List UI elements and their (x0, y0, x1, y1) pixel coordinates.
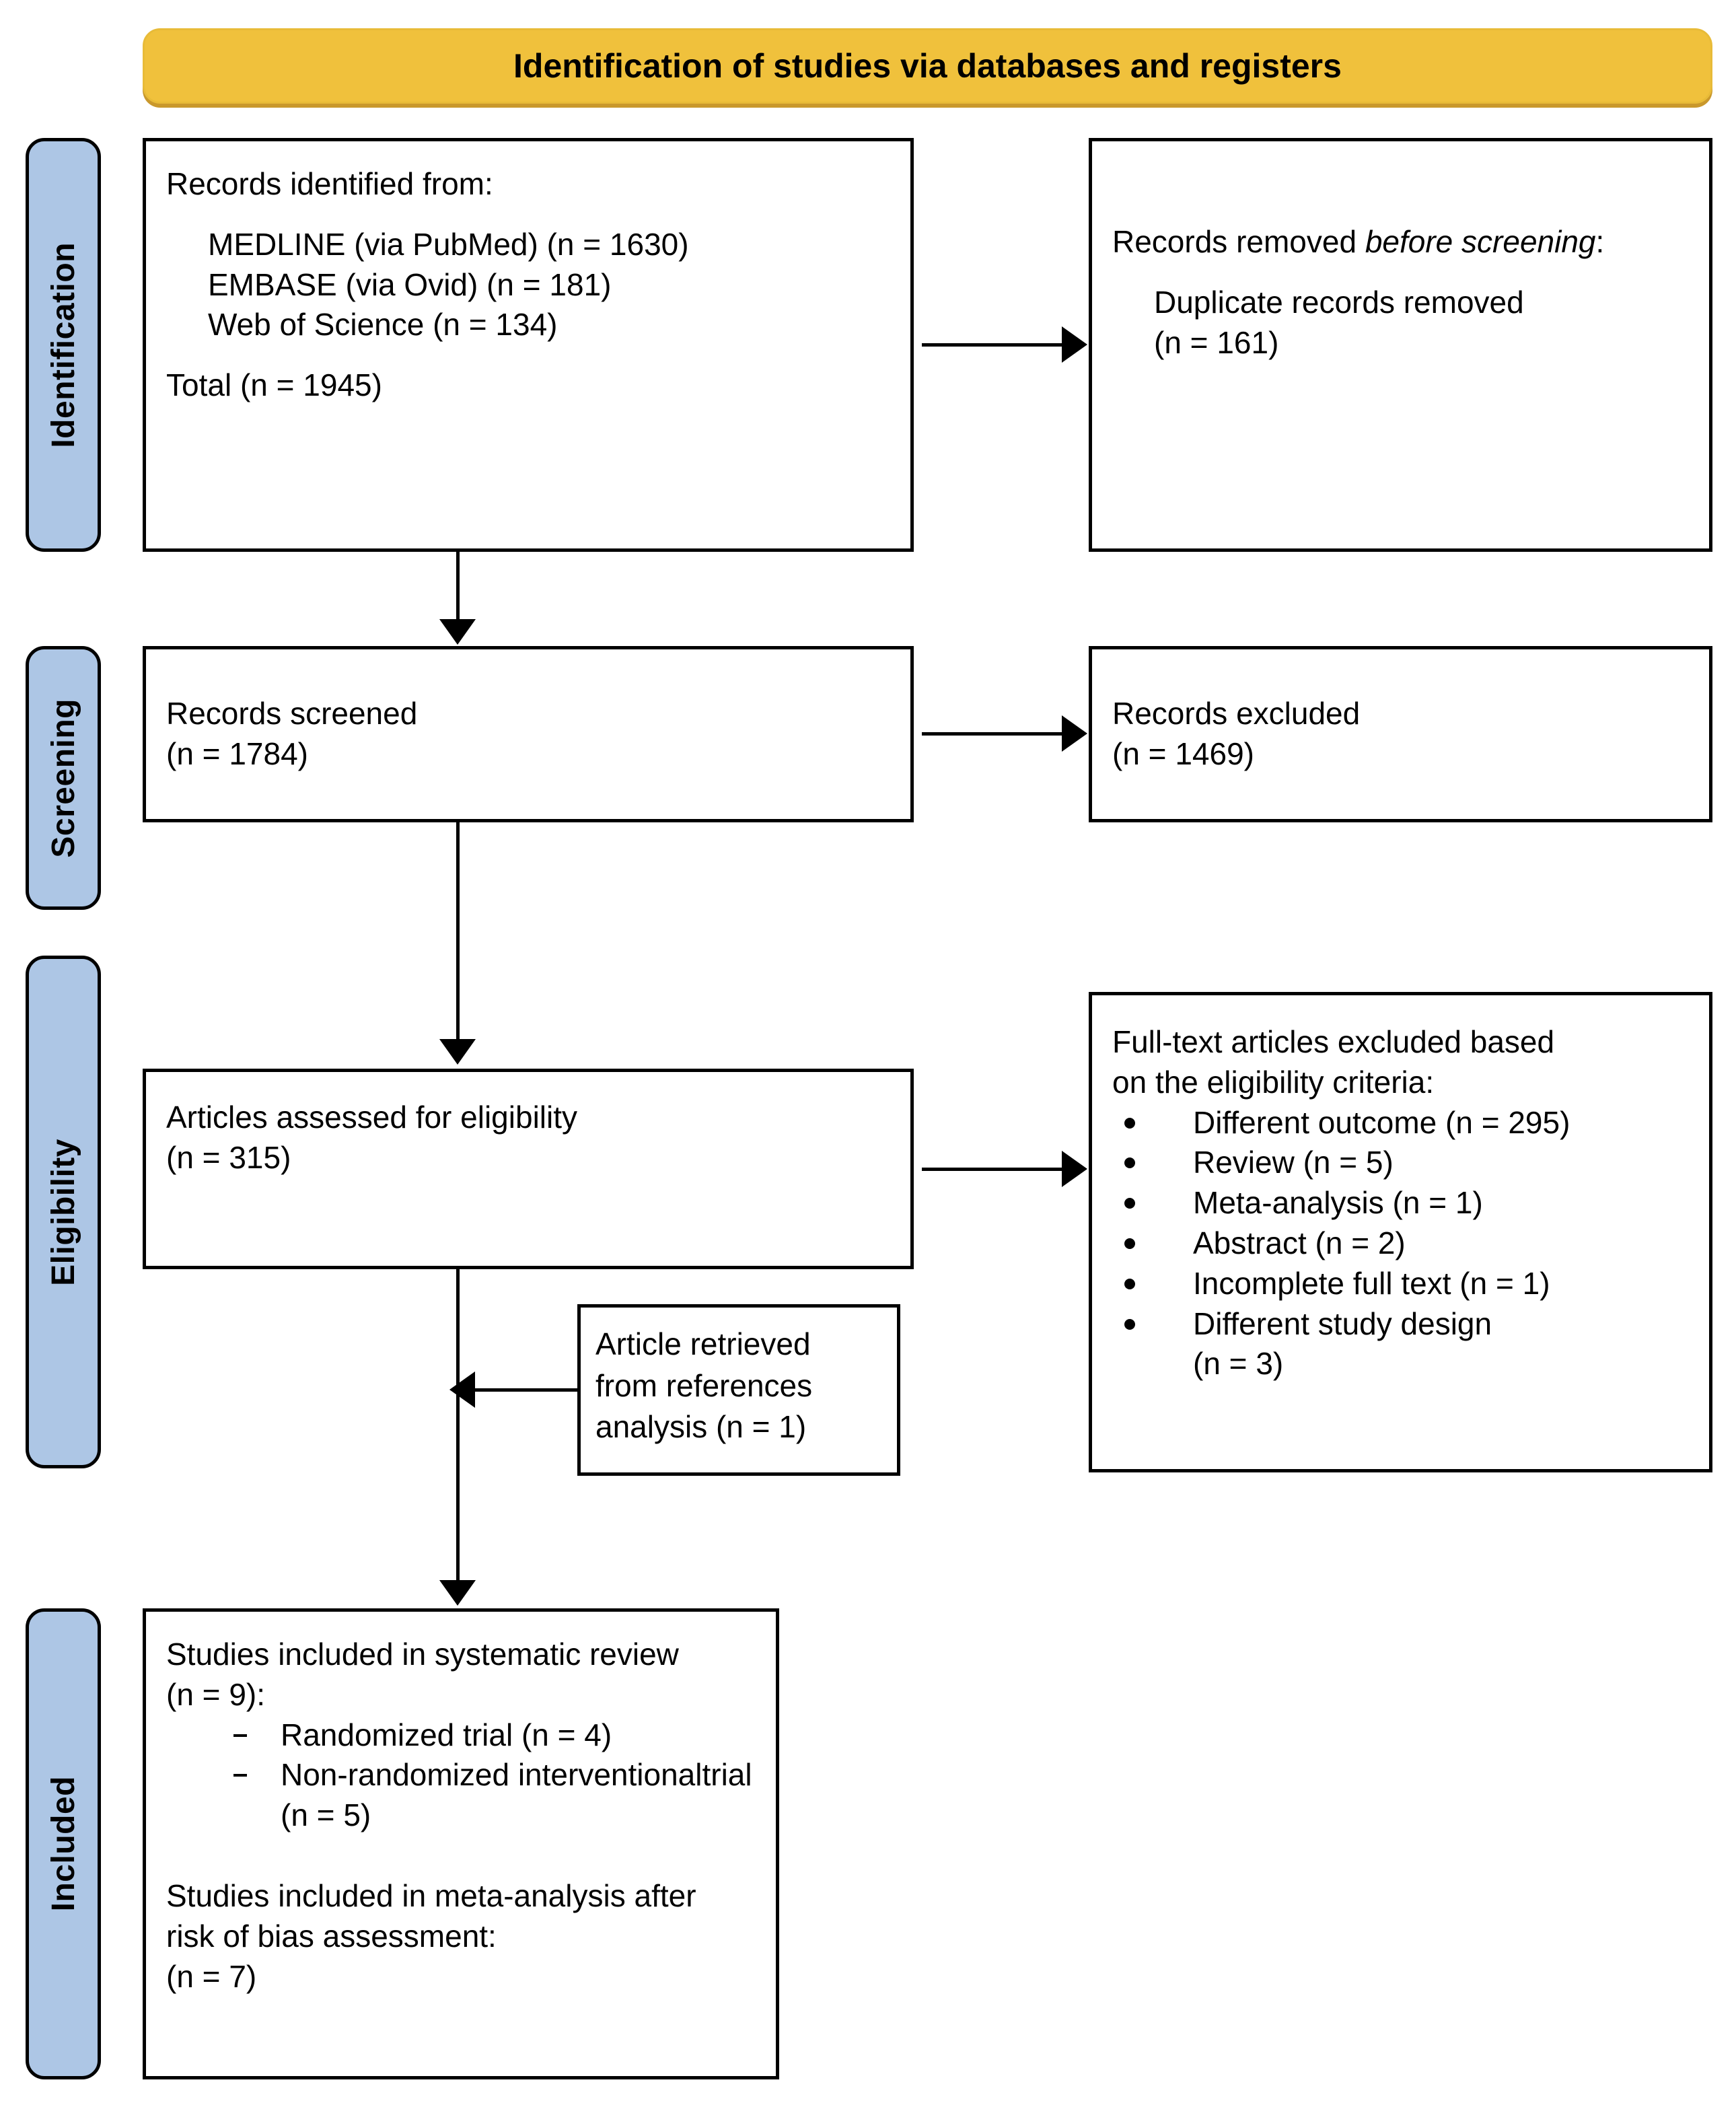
spacer (1112, 262, 1689, 283)
bullet-dot-icon (1124, 1198, 1135, 1209)
connector-identified-to-screened-arrowhead-icon (439, 619, 476, 645)
stage-label-identification-text: Identification (45, 242, 81, 448)
records-identified-heading: Records identified from: (166, 166, 493, 201)
spacer (166, 345, 890, 365)
duplicate-records-removed-label: Duplicate records removed (1154, 284, 1524, 320)
reason-text: Review (n = 5) (1193, 1145, 1394, 1180)
records-removed-heading: Records removed before screening: (1112, 222, 1689, 262)
reason-text: Abstract (n = 2) (1193, 1225, 1406, 1260)
connector-identified-to-screened-line (456, 552, 460, 623)
records-screened-label: Records screened (166, 696, 418, 731)
diagram-header-banner: Identification of studies via databases … (143, 28, 1712, 104)
connector-assessed-to-fulltext-excluded-arrowhead-icon (1062, 1151, 1087, 1187)
source-medline: MEDLINE (via PubMed) (n = 1630) (208, 226, 689, 262)
box-article-retrieved-from-references: Article retrieved from references analys… (577, 1304, 900, 1476)
list-item: Meta-analysis (n = 1) (1112, 1183, 1689, 1223)
fulltext-excluded-heading-line2: on the eligibility criteria: (1112, 1064, 1435, 1100)
studies-included-type-list: Randomized trial (n = 4) Non-randomized … (166, 1715, 756, 1836)
article-retrieved-line2: from references (595, 1367, 813, 1403)
reason-text: Incomplete full text (n = 1) (1193, 1265, 1550, 1301)
meta-analysis-line2: risk of bias assessment: (166, 1918, 497, 1954)
box-records-removed-before-screening: Records removed before screening: Duplic… (1089, 138, 1712, 552)
source-web-of-science: Web of Science (n = 134) (208, 307, 558, 343)
connector-screened-to-excluded-line (922, 732, 1062, 736)
reason-text-continued: (n = 3) (1193, 1346, 1284, 1382)
bullet-dot-icon (1124, 1157, 1135, 1169)
stage-label-included: Included (26, 1608, 101, 2079)
bullet-dot-icon (1124, 1318, 1135, 1330)
fulltext-excluded-heading-line1: Full-text articles excluded based (1112, 1024, 1555, 1059)
article-retrieved-line1: Article retrieved (595, 1326, 811, 1361)
study-type-text: Randomized trial (n = 4) (281, 1717, 612, 1752)
connector-screened-to-assessed-line (456, 822, 460, 1042)
stage-label-screening: Screening (26, 646, 101, 910)
source-embase: EMBASE (via Ovid) (n = 181) (208, 266, 612, 302)
list-item: Different study design (n = 3) (1112, 1304, 1689, 1385)
connector-retrieved-to-assessed-line (475, 1388, 577, 1392)
dash-bullet-icon (233, 1774, 247, 1777)
connector-identified-to-removed-line (922, 343, 1062, 347)
records-removed-heading-colon: : (1595, 224, 1605, 259)
dash-bullet-icon (233, 1734, 247, 1737)
records-excluded-label: Records excluded (1112, 696, 1361, 731)
connector-assessed-to-included-line (456, 1269, 460, 1584)
stage-label-eligibility-text: Eligibility (45, 1138, 81, 1286)
box-studies-included: Studies included in systematic review (n… (143, 1608, 779, 2079)
articles-assessed-count: (n = 315) (166, 1139, 291, 1175)
meta-analysis-line1: Studies included in meta-analysis after (166, 1878, 696, 1913)
list-item: Abstract (n = 2) (1112, 1223, 1689, 1264)
connector-assessed-to-included-arrowhead-icon (439, 1580, 476, 1606)
box-fulltext-articles-excluded: Full-text articles excluded based on the… (1089, 992, 1712, 1472)
records-removed-heading-plain: Records removed (1112, 224, 1365, 259)
fulltext-excluded-reason-list: Different outcome (n = 295) Review (n = … (1112, 1103, 1689, 1385)
meta-analysis-count: (n = 7) (166, 1958, 257, 1994)
connector-screened-to-excluded-arrowhead-icon (1062, 715, 1087, 752)
connector-assessed-to-fulltext-excluded-line (922, 1168, 1062, 1171)
article-retrieved-line3: analysis (n = 1) (595, 1409, 807, 1445)
bullet-dot-icon (1124, 1238, 1135, 1249)
spacer (166, 1836, 756, 1876)
study-type-text-continued: trial (n = 5) (281, 1757, 752, 1833)
stage-label-included-text: Included (45, 1776, 81, 1912)
articles-assessed-label: Articles assessed for eligibility (166, 1100, 578, 1135)
reason-text: Different outcome (n = 295) (1193, 1104, 1570, 1140)
duplicate-records-removed-count: (n = 161) (1154, 324, 1279, 360)
spacer (166, 205, 890, 225)
records-identified-total: Total (n = 1945) (166, 367, 382, 403)
box-records-excluded: Records excluded (n = 1469) (1089, 646, 1712, 822)
list-item: Randomized trial (n = 4) (166, 1715, 756, 1756)
diagram-title: Identification of studies via databases … (513, 47, 1342, 85)
studies-included-heading-line2: (n = 9): (166, 1676, 266, 1712)
records-screened-count: (n = 1784) (166, 736, 308, 771)
box-records-screened: Records screened (n = 1784) (143, 646, 914, 822)
box-records-identified: Records identified from: MEDLINE (via Pu… (143, 138, 914, 552)
list-item: Incomplete full text (n = 1) (1112, 1264, 1689, 1304)
bullet-dot-icon (1124, 1278, 1135, 1289)
reason-text: Meta-analysis (n = 1) (1193, 1185, 1483, 1221)
records-excluded-count: (n = 1469) (1112, 736, 1254, 771)
stage-label-eligibility: Eligibility (26, 956, 101, 1468)
list-item: Review (n = 5) (1112, 1143, 1689, 1183)
stage-label-identification: Identification (26, 138, 101, 552)
connector-screened-to-assessed-arrowhead-icon (439, 1039, 476, 1065)
reason-text: Different study design (1193, 1306, 1492, 1341)
connector-identified-to-removed-arrowhead-icon (1062, 326, 1087, 363)
list-item: Non-randomized interventionaltrial (n = … (166, 1755, 756, 1836)
list-item: Different outcome (n = 295) (1112, 1103, 1689, 1143)
records-removed-heading-italic: before screening (1365, 224, 1596, 259)
box-articles-assessed-for-eligibility: Articles assessed for eligibility (n = 3… (143, 1069, 914, 1269)
connector-retrieved-to-assessed-arrowhead-icon (449, 1371, 475, 1408)
studies-included-heading-line1: Studies included in systematic review (166, 1637, 679, 1672)
stage-label-screening-text: Screening (45, 698, 81, 858)
bullet-dot-icon (1124, 1117, 1135, 1129)
study-type-text: Non-randomized interventional (281, 1757, 702, 1793)
